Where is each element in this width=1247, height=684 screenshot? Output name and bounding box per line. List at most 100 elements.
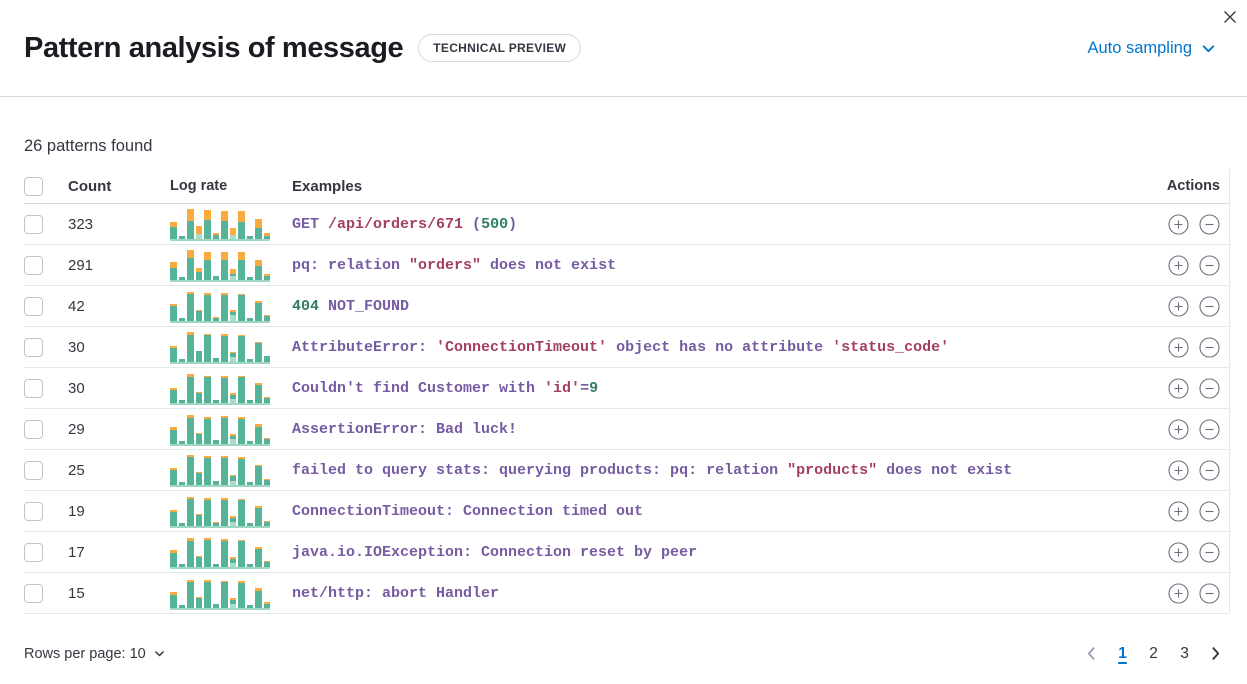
sparkline-bar — [170, 576, 177, 608]
row-example: Couldn't find Customer with 'id'=9 — [292, 379, 599, 397]
sparkline-bar — [255, 494, 262, 526]
sparkline-bar — [221, 412, 228, 444]
filter-in-pattern-button[interactable] — [1167, 541, 1189, 563]
filter-out-pattern-button[interactable] — [1198, 582, 1220, 604]
plus-circle-icon — [1167, 459, 1189, 481]
log-rate-sparkline — [170, 248, 270, 282]
filter-out-pattern-button[interactable] — [1198, 213, 1220, 235]
sparkline-bar — [204, 330, 211, 362]
filter-in-pattern-button[interactable] — [1167, 459, 1189, 481]
sparkline-bar — [255, 248, 262, 280]
sparkline-bar — [195, 412, 202, 444]
pagination-page-2[interactable]: 2 — [1140, 640, 1167, 667]
sparkline-bar — [238, 453, 245, 485]
sparkline-bar — [263, 576, 270, 608]
column-header-count: Count — [68, 177, 112, 195]
filter-out-pattern-button[interactable] — [1198, 336, 1220, 358]
filter-in-pattern-button[interactable] — [1167, 254, 1189, 276]
plus-circle-icon — [1167, 500, 1189, 522]
filter-in-pattern-button[interactable] — [1167, 582, 1189, 604]
row-checkbox[interactable] — [24, 460, 43, 480]
pagination-page-1[interactable]: 1 — [1109, 640, 1136, 667]
row-checkbox[interactable] — [24, 542, 43, 562]
row-checkbox-cell — [24, 214, 68, 234]
row-checkbox[interactable] — [24, 419, 43, 439]
pagination-next-button[interactable] — [1202, 640, 1229, 667]
sparkline-bar — [263, 412, 270, 444]
row-log-rate-cell — [170, 289, 292, 323]
row-checkbox[interactable] — [24, 501, 43, 521]
minus-circle-icon — [1198, 336, 1220, 358]
row-log-rate-cell — [170, 412, 292, 446]
sparkline-bar — [238, 289, 245, 321]
filter-out-pattern-button[interactable] — [1198, 541, 1220, 563]
filter-out-pattern-button[interactable] — [1198, 254, 1220, 276]
flyout-body: 26 patterns found Count Log rate Example… — [0, 137, 1247, 667]
filter-in-pattern-button[interactable] — [1167, 377, 1189, 399]
sparkline-bar — [195, 371, 202, 403]
filter-in-pattern-button[interactable] — [1167, 295, 1189, 317]
sparkline-bar — [246, 371, 253, 403]
filter-in-pattern-button[interactable] — [1167, 500, 1189, 522]
sparkline-bar — [170, 248, 177, 280]
filter-out-pattern-button[interactable] — [1198, 295, 1220, 317]
sparkline-bar — [221, 576, 228, 608]
filter-out-pattern-button[interactable] — [1198, 377, 1220, 399]
row-checkbox[interactable] — [24, 583, 43, 603]
sparkline-bar — [187, 248, 194, 280]
filter-out-pattern-button[interactable] — [1198, 418, 1220, 440]
filter-out-pattern-button[interactable] — [1198, 500, 1220, 522]
technical-preview-badge: TECHNICAL PREVIEW — [418, 34, 582, 62]
column-header-log-rate: Log rate — [170, 178, 228, 194]
filter-in-pattern-button[interactable] — [1167, 336, 1189, 358]
sparkline-bar — [255, 412, 262, 444]
row-checkbox[interactable] — [24, 255, 43, 275]
sparkline-bar — [178, 535, 185, 567]
row-checkbox[interactable] — [24, 214, 43, 234]
row-log-rate-cell — [170, 248, 292, 282]
sparkline-bar — [212, 576, 219, 608]
rows-per-page-button[interactable]: Rows per page: 10 — [24, 646, 166, 662]
plus-circle-icon — [1167, 377, 1189, 399]
sparkline-bar — [212, 412, 219, 444]
row-count: 29 — [68, 420, 85, 438]
pagination-page-3[interactable]: 3 — [1171, 640, 1198, 667]
sparkline-bar — [170, 371, 177, 403]
sparkline-bar — [246, 289, 253, 321]
filter-in-pattern-button[interactable] — [1167, 213, 1189, 235]
row-checkbox-cell — [24, 583, 68, 603]
row-checkbox[interactable] — [24, 337, 43, 357]
sparkline-bar — [229, 330, 236, 362]
row-checkbox[interactable] — [24, 296, 43, 316]
sparkline-bar — [221, 289, 228, 321]
sparkline-bar — [263, 453, 270, 485]
row-actions — [1139, 459, 1229, 481]
plus-circle-icon — [1167, 213, 1189, 235]
pagination-prev-button[interactable] — [1078, 640, 1105, 667]
sparkline-bar — [263, 207, 270, 239]
sparkline-bar — [204, 207, 211, 239]
row-count: 17 — [68, 543, 85, 561]
sparkline-bar — [255, 535, 262, 567]
select-all-checkbox[interactable] — [24, 176, 43, 196]
sparkline-bar — [170, 330, 177, 362]
sampling-dropdown-button[interactable]: Auto sampling — [1087, 39, 1217, 58]
filter-in-pattern-button[interactable] — [1167, 418, 1189, 440]
sparkline-bar — [178, 412, 185, 444]
column-header-examples: Examples — [292, 177, 363, 195]
sparkline-bar — [229, 576, 236, 608]
sparkline-bar — [170, 289, 177, 321]
row-actions — [1139, 541, 1229, 563]
sparkline-bar — [229, 207, 236, 239]
row-checkbox[interactable] — [24, 378, 43, 398]
patterns-found-count: 26 patterns found — [24, 137, 153, 155]
filter-out-pattern-button[interactable] — [1198, 459, 1220, 481]
close-button[interactable] — [1217, 4, 1243, 30]
row-actions — [1139, 295, 1229, 317]
